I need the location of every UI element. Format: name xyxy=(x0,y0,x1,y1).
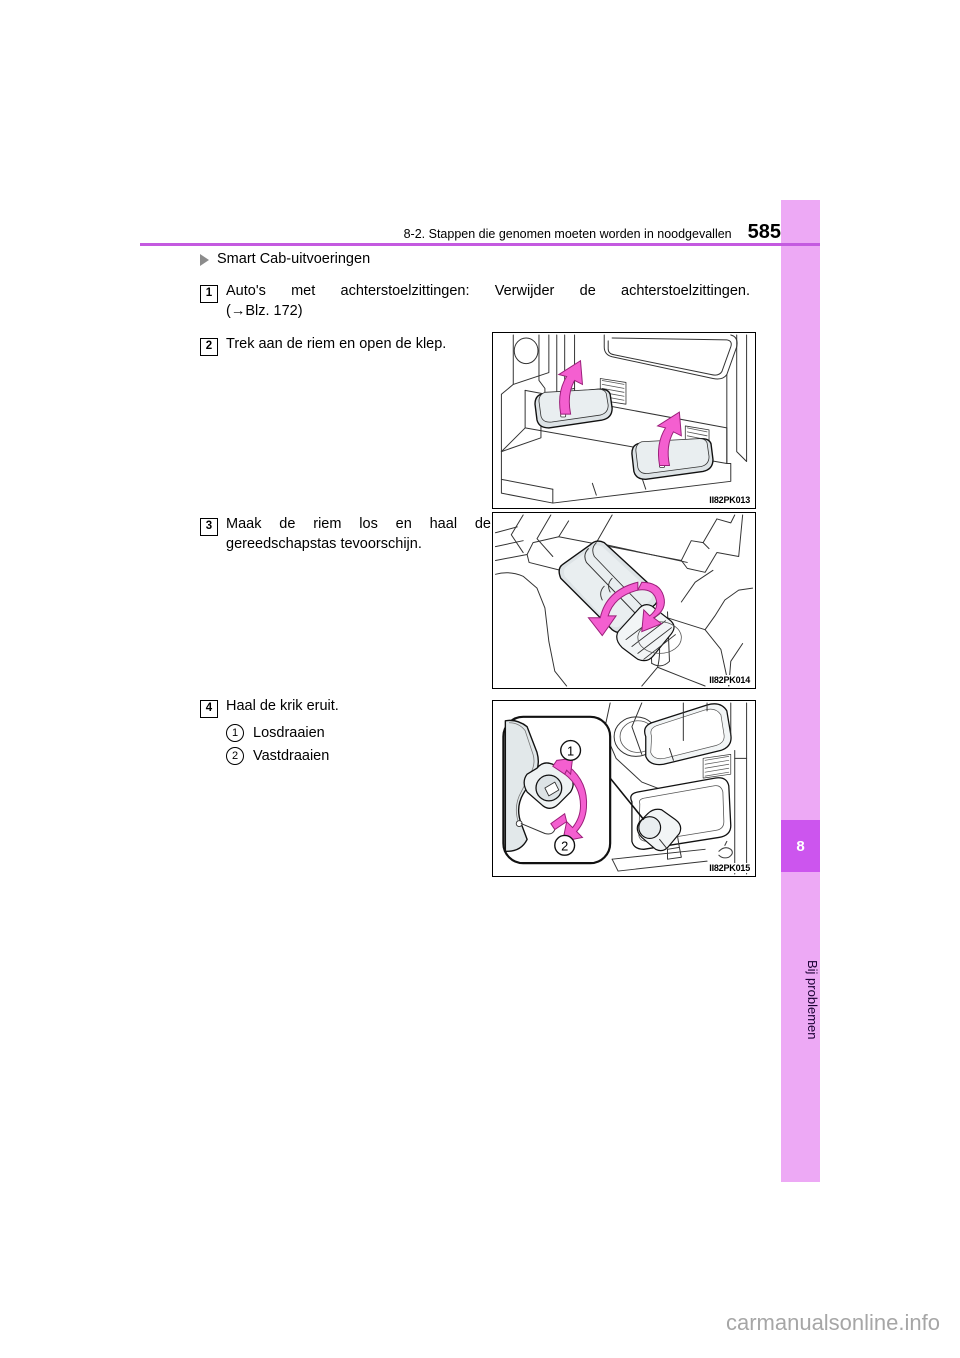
step-3-body: Maak de riem los en haal de gereedschaps… xyxy=(226,515,491,554)
substep-1: 1 Losdraaien xyxy=(226,724,500,742)
substep-2: 2 Vastdraaien xyxy=(226,747,500,765)
chapter-number-box: 8 xyxy=(781,820,820,872)
substep-number-circle: 1 xyxy=(226,724,244,742)
substep-number-circle: 2 xyxy=(226,747,244,765)
substep-1-label: Losdraaien xyxy=(253,725,325,741)
step-4: 4 Haal de krik eruit. 1 Losdraaien 2 Vas… xyxy=(200,697,500,770)
step-4-row: 4 Haal de krik eruit. xyxy=(200,697,500,718)
arrow-up-left-icon xyxy=(557,359,584,415)
step-2: 2 Trek aan de riem en open de klep. xyxy=(200,335,500,356)
page-content: Smart Cab-uitvoeringen 1 Auto's met acht… xyxy=(200,250,780,765)
section-title: 8-2. Stappen die genomen moeten worden i… xyxy=(403,226,732,241)
step-4-substeps: 1 Losdraaien 2 Vastdraaien xyxy=(226,724,500,765)
triangle-right-icon xyxy=(200,254,209,266)
figure-tool-bag-strap: II82PK014 xyxy=(492,512,756,689)
chapter-side-strip xyxy=(781,200,820,1182)
step-number-badge: 2 xyxy=(200,338,218,356)
step-1: 1 Auto's met achterstoelzittingen: Verwi… xyxy=(200,282,750,321)
substep-2-label: Vastdraaien xyxy=(253,748,330,764)
subheading-row: Smart Cab-uitvoeringen xyxy=(200,250,780,268)
arrow-double-rotate-icon xyxy=(550,757,588,843)
step-number-badge: 1 xyxy=(200,285,218,303)
step-1-body: Auto's met achterstoelzittingen: Verwijd… xyxy=(226,282,750,321)
step-1-text: Auto's met achterstoelzittingen: Verwijd… xyxy=(226,283,750,299)
subheading-text: Smart Cab-uitvoeringen xyxy=(217,251,371,267)
step-3: 3 Maak de riem los en haal de gereedscha… xyxy=(200,515,500,554)
figure-jack-release: 1 2 II82PK015 xyxy=(492,700,756,877)
figure-3-code: II82PK015 xyxy=(708,863,751,873)
callout-number-2: 2 xyxy=(554,834,576,856)
step-number-badge: 3 xyxy=(200,518,218,536)
figure-1-illustration xyxy=(495,334,753,507)
step-1-reference: (→Blz. 172) xyxy=(226,302,303,319)
svg-text:1: 1 xyxy=(567,743,574,758)
figure-2-illustration xyxy=(494,514,754,687)
page-number: 585 xyxy=(747,221,781,243)
header-divider xyxy=(140,243,820,246)
svg-text:2: 2 xyxy=(561,838,568,853)
step-number-badge: 4 xyxy=(200,700,218,718)
arrow-up-right-icon xyxy=(656,411,682,466)
figure-cab-storage-lids: II82PK013 xyxy=(492,332,756,509)
step-4-text: Haal de krik eruit. xyxy=(226,698,339,714)
step-3-text-line1: Maak de riem los en haal de xyxy=(226,516,491,532)
page-header: 8-2. Stappen die genomen moeten worden i… xyxy=(140,210,781,242)
figure-3-illustration: 1 2 xyxy=(502,702,748,875)
arrow-rotate-icon xyxy=(587,581,665,637)
chapter-number: 8 xyxy=(796,837,805,855)
step-2-text: Trek aan de riem en open de klep. xyxy=(226,336,447,352)
watermark: carmanualsonline.info xyxy=(725,1310,940,1335)
chapter-title-vertical: Bij problemen xyxy=(805,960,820,1040)
figure-2-code: II82PK014 xyxy=(708,675,751,685)
step-3-text-line2: gereedschapstas tevoorschijn. xyxy=(226,535,422,552)
figure-1-code: II82PK013 xyxy=(708,495,751,505)
callout-number-1: 1 xyxy=(560,739,582,762)
